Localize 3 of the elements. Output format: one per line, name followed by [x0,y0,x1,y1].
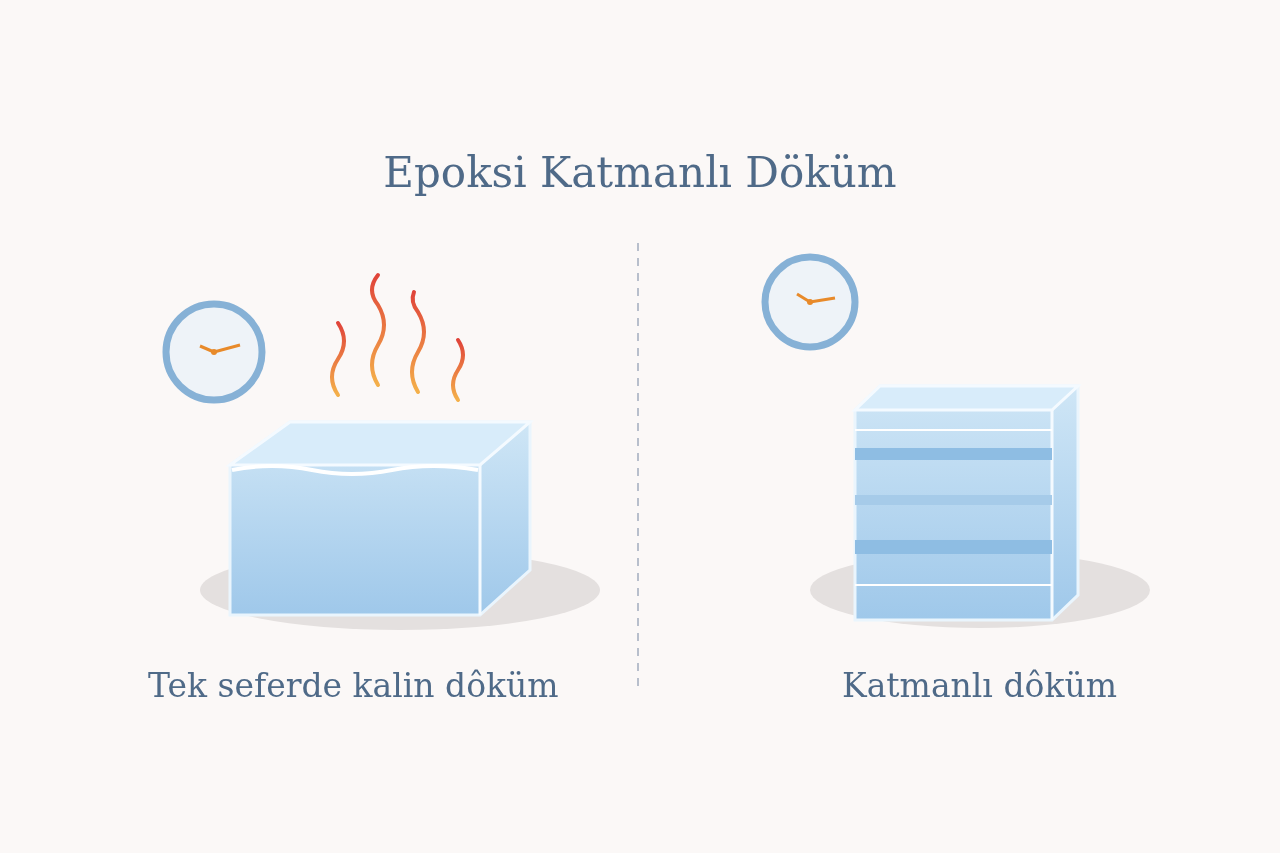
title: Epoksi Katmanlı Döküm [382,148,898,197]
caption: Tek seferde kalin dôküm [148,666,559,705]
caption: Katmanlı dôküm [842,666,1117,705]
